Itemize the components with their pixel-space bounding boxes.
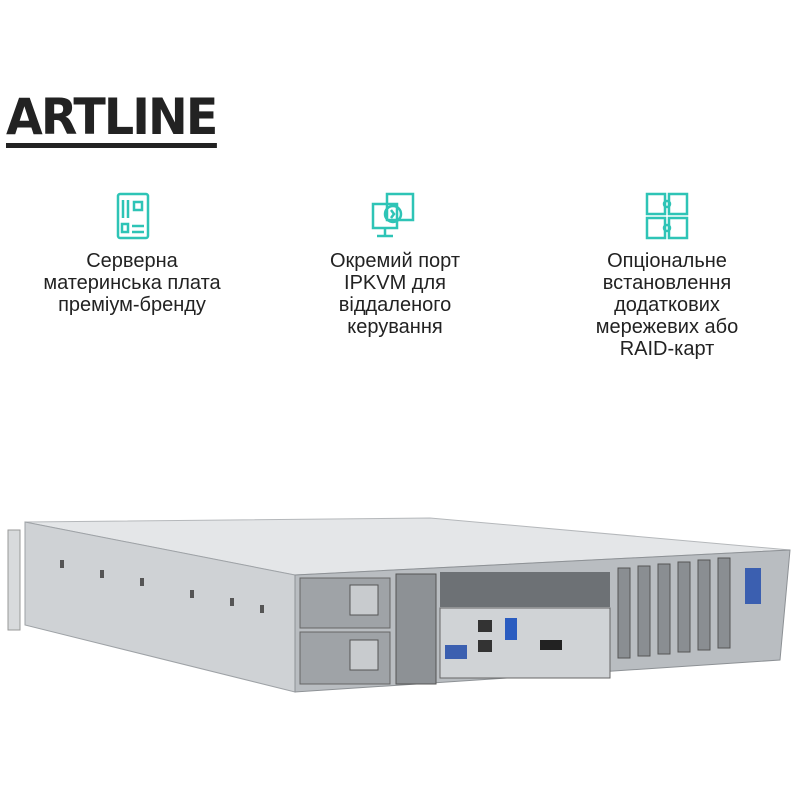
- artline-logo: ARTLINE: [6, 88, 218, 148]
- motherboard-icon: [104, 190, 160, 242]
- feature-text: Опціональне встановлення додаткових мере…: [595, 250, 739, 360]
- feature-motherboard: Серверна материнська плата преміум-бренд…: [12, 190, 252, 316]
- feature-ipkvm: Окремий порт IPKVM для віддаленого керув…: [275, 190, 515, 338]
- remote-desktop-icon: [367, 190, 423, 242]
- server-chassis-image: [0, 500, 800, 800]
- feature-expansion: Опціональне встановлення додаткових мере…: [547, 190, 787, 360]
- feature-text: Окремий порт IPKVM для віддаленого керув…: [330, 250, 460, 338]
- puzzle-icon: [639, 190, 695, 242]
- feature-text: Серверна материнська плата преміум-бренд…: [43, 250, 221, 316]
